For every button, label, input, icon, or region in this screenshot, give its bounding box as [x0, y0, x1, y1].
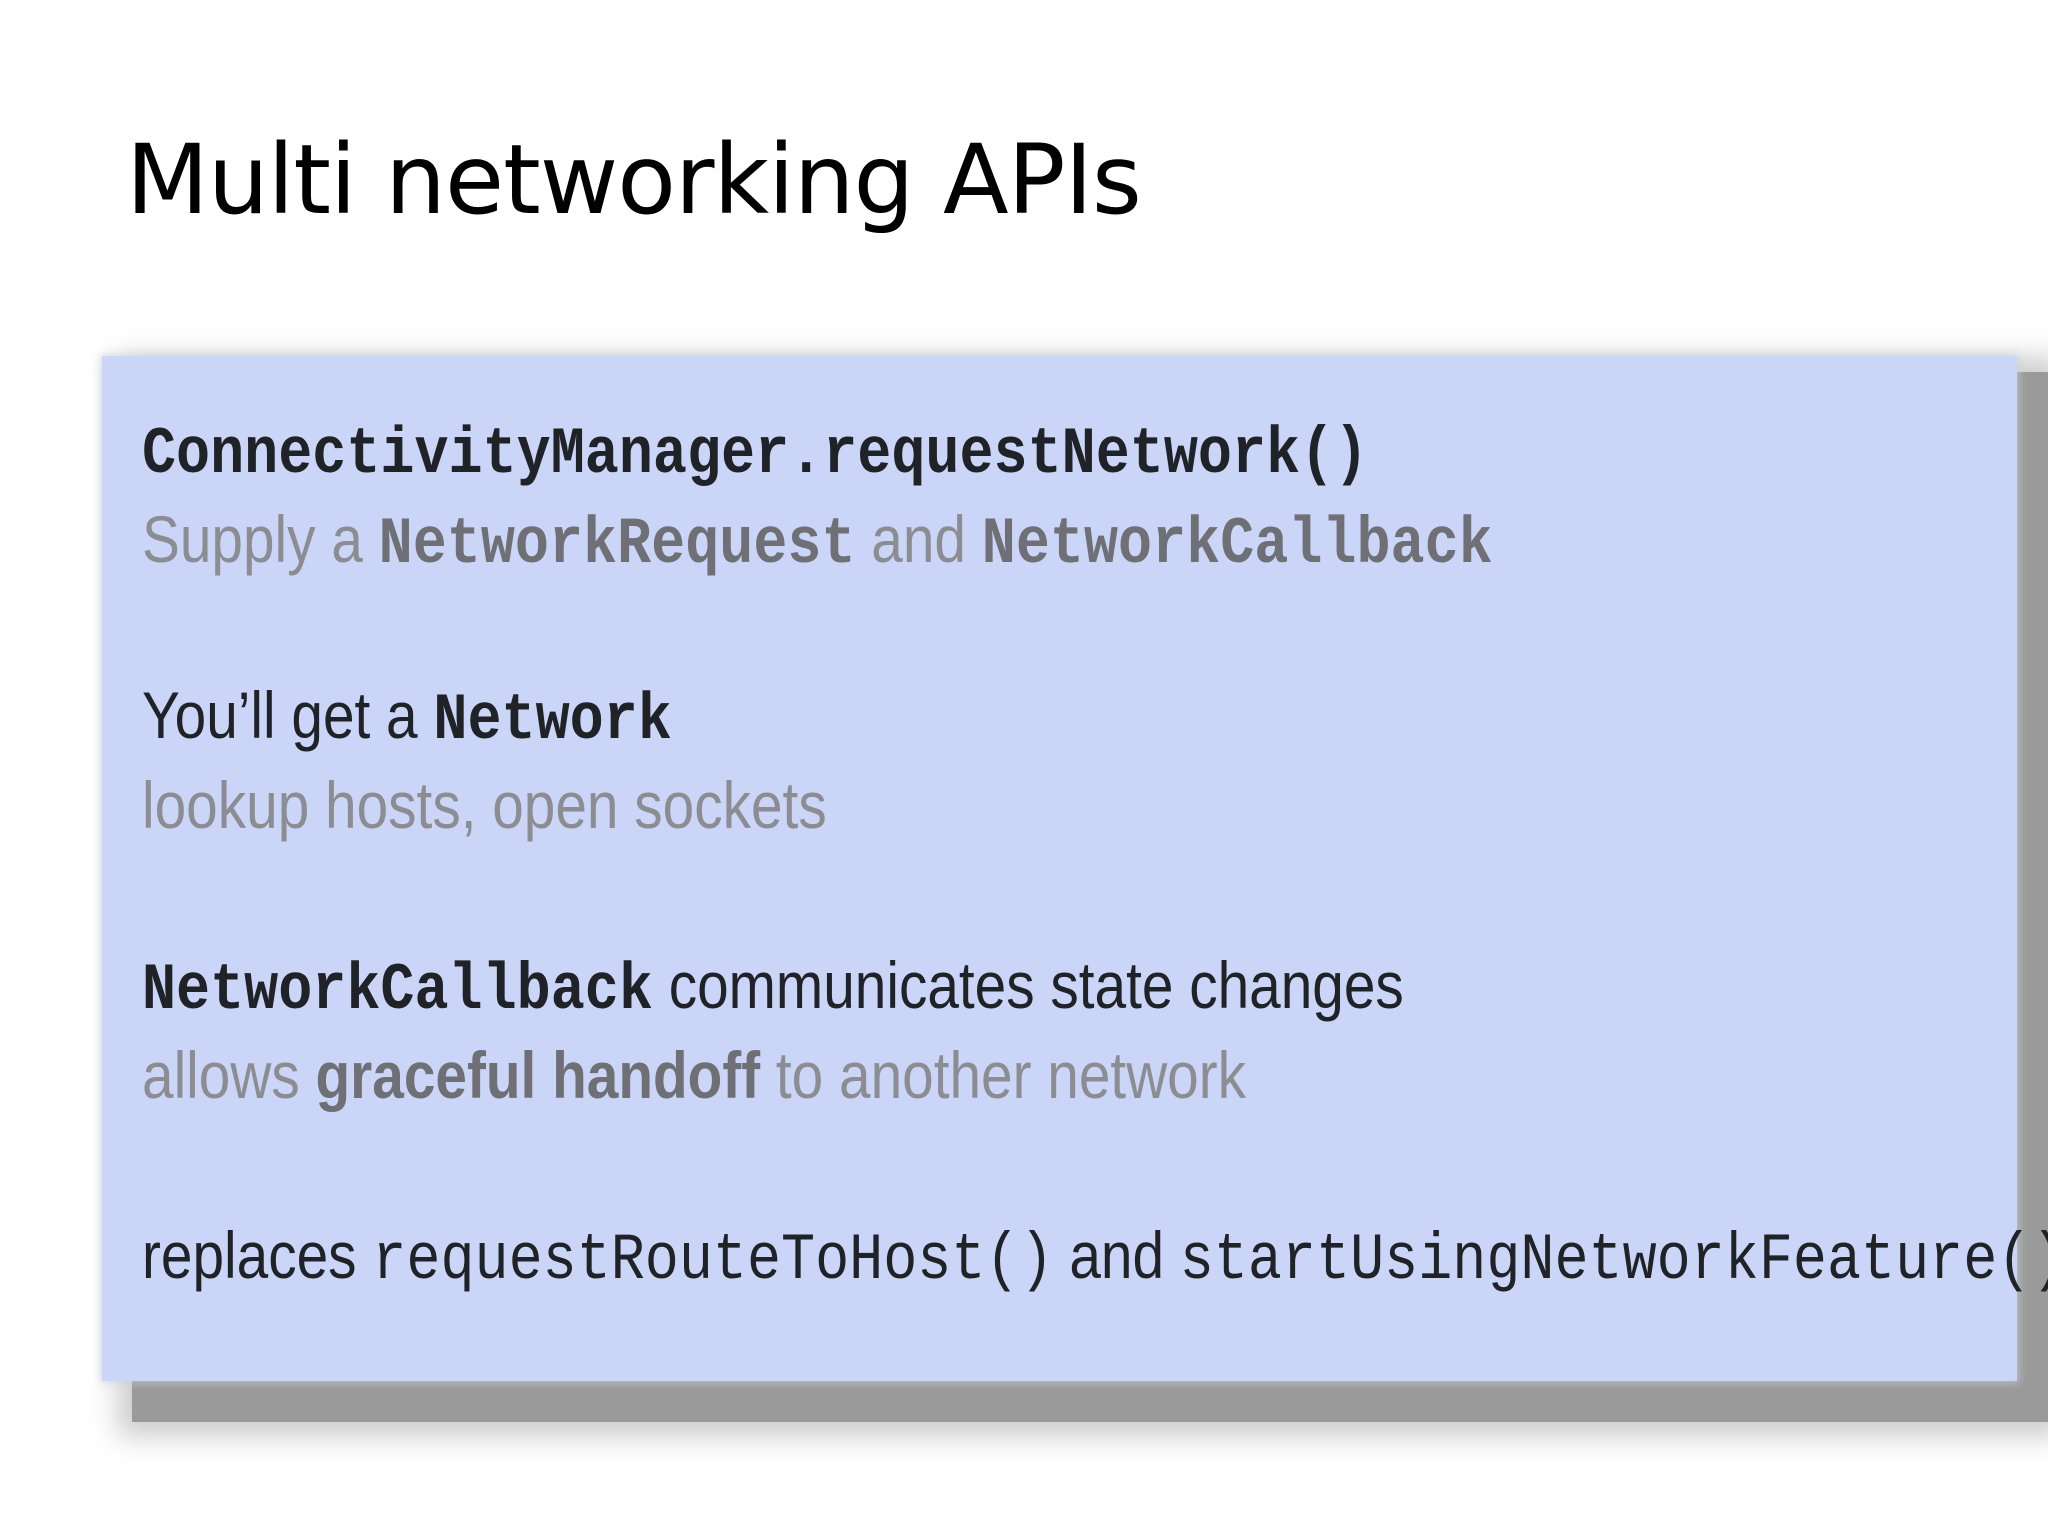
item1-secondary-code1: NetworkRequest	[378, 507, 856, 582]
item3-secondary-prefix: allows	[142, 1038, 316, 1112]
item2-primary-line: You’ll get a Network	[142, 682, 827, 754]
item2-secondary-line: lookup hosts, open sockets	[142, 768, 827, 842]
item1-code: ConnectivityManager.requestNetwork()	[142, 417, 1369, 492]
item1-secondary-mid: and	[855, 502, 982, 576]
item1-primary-line: ConnectivityManager.requestNetwork()	[142, 416, 1493, 488]
item4-primary-line: replaces requestRouteToHost() and startU…	[142, 1222, 2048, 1294]
item-network-callback: NetworkCallback communicates state chang…	[142, 952, 1609, 1108]
item4-code2: startUsingNetworkFeature()	[1179, 1223, 2048, 1298]
item3-secondary-line: allows graceful handoff to another netwo…	[142, 1042, 1404, 1108]
item1-secondary-prefix: Supply a	[142, 502, 379, 576]
item2-primary-prefix: You’ll get a	[142, 678, 434, 752]
item4-primary-prefix: replaces	[142, 1218, 373, 1292]
item-network: You’ll get a Network lookup hosts, open …	[142, 682, 938, 838]
item2-code: Network	[433, 683, 672, 758]
item3-primary-line: NetworkCallback communicates state chang…	[142, 952, 1404, 1024]
item-replaces: replaces requestRouteToHost() and startU…	[142, 1222, 2048, 1294]
item1-secondary-code2: NetworkCallback	[981, 507, 1493, 582]
item-request-network: ConnectivityManager.requestNetwork() Sup…	[142, 416, 1713, 578]
item3-secondary-suffix: to another network	[760, 1038, 1247, 1112]
item1-secondary-line: Supply a NetworkRequest and NetworkCallb…	[142, 506, 1493, 578]
item4-primary-mid: and	[1053, 1218, 1180, 1292]
content-panel	[102, 356, 2017, 1381]
slide-title: Multi networking APIs	[126, 124, 1142, 236]
item4-code1: requestRouteToHost()	[372, 1223, 1054, 1298]
item3-secondary-strong: graceful handoff	[315, 1038, 761, 1112]
item3-primary-suffix: communicates state changes	[652, 948, 1404, 1022]
item3-code: NetworkCallback	[142, 953, 653, 1028]
